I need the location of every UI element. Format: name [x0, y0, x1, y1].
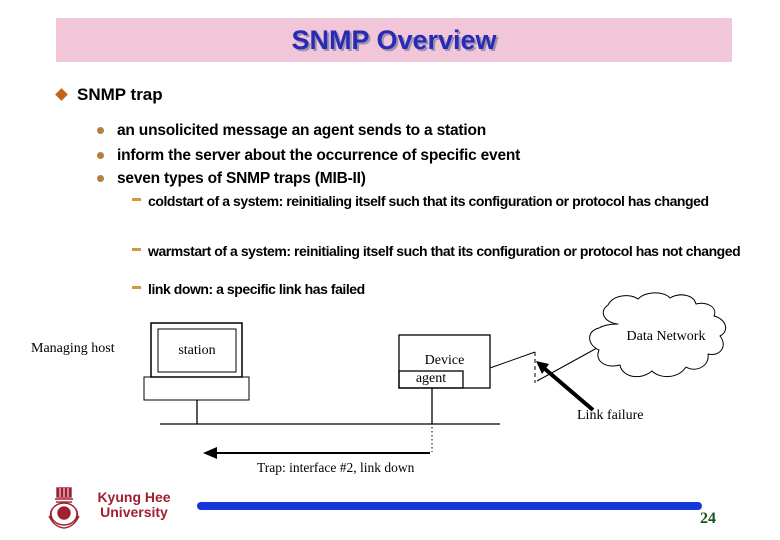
diamond-bullet-icon	[55, 88, 68, 101]
trap-message-label: Trap: interface #2, link down	[257, 460, 415, 475]
bullet-inform-server: inform the server about the occurrence o…	[97, 147, 520, 165]
dot-bullet-icon	[97, 175, 104, 182]
device-label: Device	[424, 353, 465, 368]
university-name: Kyung Hee University	[88, 490, 180, 520]
bullet-text: link down: a specific link has failed	[148, 281, 365, 297]
bullet-linkdown: link down: a specific link has failed	[132, 276, 770, 302]
bullet-text: SNMP trap	[77, 85, 163, 104]
link-segment-device	[489, 351, 536, 369]
link-segment-cloud	[536, 347, 598, 382]
dot-bullet-icon	[97, 152, 104, 159]
dash-bullet-icon	[132, 248, 141, 251]
university-name-line1: Kyung Hee	[97, 489, 171, 505]
bullet-unsolicited: an unsolicited message an agent sends to…	[97, 122, 486, 140]
footer-bar	[197, 502, 702, 510]
data-network-cloud	[589, 292, 727, 378]
link-failure-arrowhead-icon	[536, 361, 549, 374]
bullet-seven-types: seven types of SNMP traps (MIB-II)	[97, 170, 366, 188]
managing-host-label: Managing host	[31, 341, 115, 356]
agent-box	[398, 370, 464, 389]
station-label: station	[178, 343, 216, 358]
bullet-snmp-trap: SNMP trap	[55, 85, 163, 105]
bullet-text: warmstart of a system: reinitialing itse…	[148, 243, 741, 259]
computer-base	[143, 376, 250, 401]
page-title: SNMP Overview	[291, 25, 497, 55]
page-number: 24	[700, 510, 716, 527]
network-diagram	[143, 292, 727, 459]
bullet-text: inform the server about the occurrence o…	[117, 147, 521, 164]
bullet-text: coldstart of a system: reinitialing itse…	[148, 193, 709, 209]
dash-bullet-icon	[132, 198, 141, 201]
bullet-coldstart: coldstart of a system: reinitialing itse…	[132, 188, 770, 214]
link-failure-arrow-line	[543, 367, 595, 412]
trap-arrowhead-icon	[203, 447, 217, 459]
university-logo-icon	[48, 487, 80, 529]
dot-bullet-icon	[97, 127, 104, 134]
agent-label: agent	[415, 371, 447, 386]
data-network-label: Data Network	[626, 329, 706, 344]
bullet-text: an unsolicited message an agent sends to…	[117, 122, 486, 139]
monitor-screen	[157, 328, 237, 373]
university-name-line2: University	[100, 504, 168, 520]
link-failure-label: Link failure	[577, 408, 644, 423]
bullet-warmstart: warmstart of a system: reinitialing itse…	[132, 238, 770, 264]
bullet-text: seven types of SNMP traps (MIB-II)	[117, 170, 366, 187]
dash-bullet-icon	[132, 286, 141, 289]
title-bar: SNMP Overview	[56, 18, 732, 62]
